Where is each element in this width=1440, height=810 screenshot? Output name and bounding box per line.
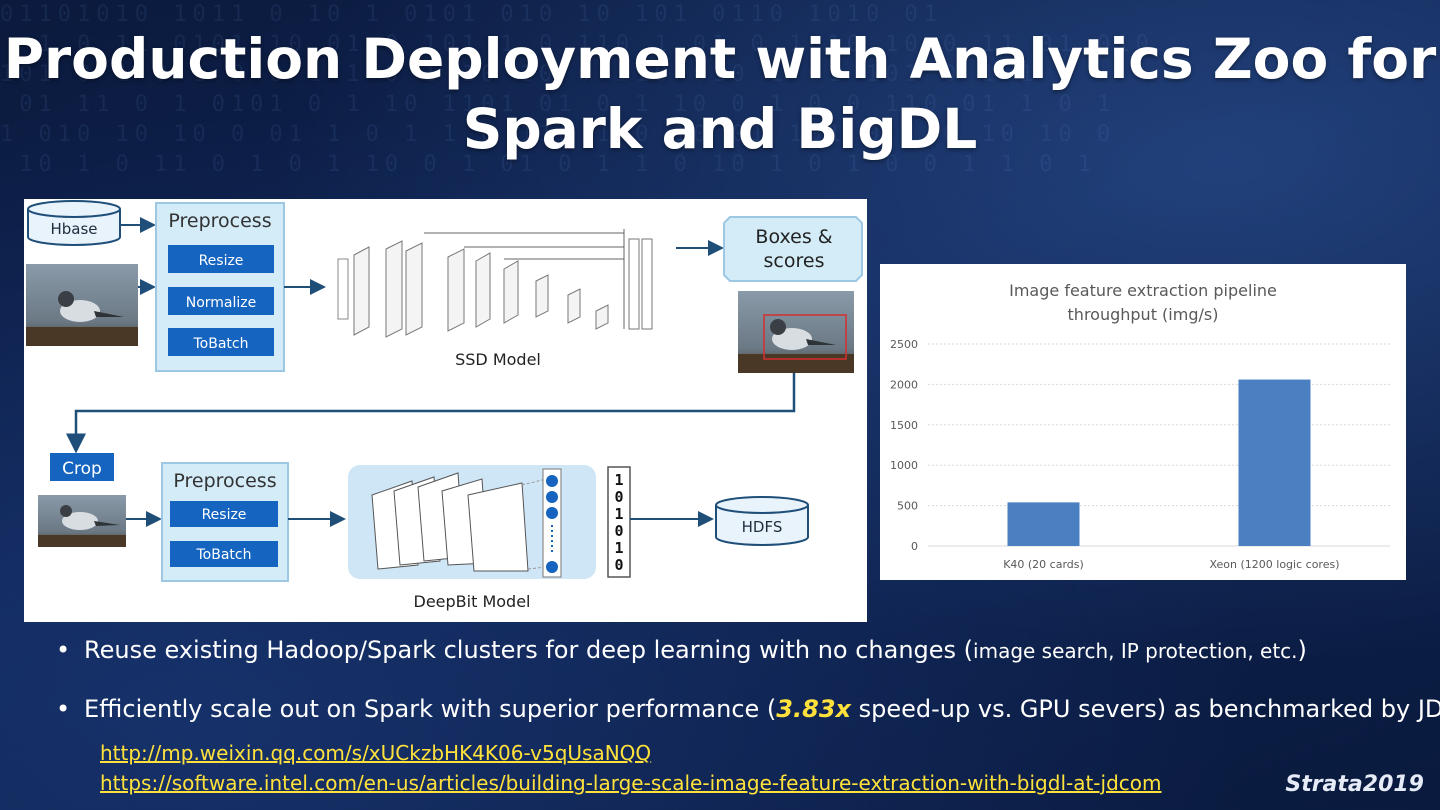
link-weixin-article[interactable]: http://mp.weixin.qq.com/s/xUCkzbHK4K06-v…: [100, 741, 652, 765]
chart-x-tick-label: K40 (20 cards): [1003, 558, 1084, 571]
hdfs-label: HDFS: [742, 518, 783, 536]
boxes-scores-line-1: Boxes &: [755, 226, 832, 248]
boxes-scores-output: Boxes & scores: [723, 216, 863, 282]
title-line-1: Production Deployment with Analytics Zoo…: [3, 27, 1437, 91]
slide-title: Production Deployment with Analytics Zoo…: [0, 24, 1440, 164]
hdfs-database-icon: HDFS: [715, 496, 809, 546]
bit-4: 1: [614, 539, 623, 557]
preprocess-panel-bottom: Preprocess Resize ToBatch: [161, 462, 289, 582]
throughput-chart-svg: Image feature extraction pipeline throug…: [890, 281, 1390, 571]
preprocess-panel-top: Preprocess Resize Normalize ToBatch: [155, 202, 285, 372]
chart-title-line-1: Image feature extraction pipeline: [1009, 281, 1277, 300]
bullet-2-main: Efficiently scale out on Spark with supe…: [84, 695, 777, 723]
throughput-chart: Image feature extraction pipeline throug…: [880, 264, 1406, 580]
bullet-dot: •: [56, 695, 71, 723]
deepbit-model-architecture: DeepBit Model: [348, 465, 596, 611]
bit-0: 1: [614, 471, 623, 489]
step-resize-top: Resize: [199, 253, 244, 269]
speedup-highlight: 3.83x: [776, 695, 851, 723]
chart-y-tick-label: 1000: [890, 459, 918, 472]
ssd-model-label: SSD Model: [455, 350, 541, 369]
chart-title-line-2: throughput (img/s): [1068, 305, 1219, 324]
bird-photo-input: [26, 264, 138, 346]
bit-3: 0: [614, 522, 623, 540]
step-normalize-top: Normalize: [186, 295, 257, 311]
pipeline-diagram: Hbase Preprocess Resize Normalize ToBatc…: [24, 199, 867, 622]
bullet-1-main: Reuse existing Hadoop/Spark clusters for…: [84, 636, 974, 664]
pipeline-diagram-svg: Hbase Preprocess Resize Normalize ToBatc…: [26, 200, 863, 611]
chart-bar: [1007, 502, 1080, 546]
chart-y-tick-label: 500: [897, 500, 918, 513]
chart-x-tick-label: Xeon (1200 logic cores): [1209, 558, 1339, 571]
chart-y-tick-label: 2000: [890, 378, 918, 391]
chart-bars: [1007, 379, 1311, 546]
bit-1: 0: [614, 488, 623, 506]
binary-code-column: 1 0 1 0 1 0: [607, 466, 631, 578]
preprocess-bottom-label: Preprocess: [173, 470, 276, 492]
hbase-database-icon: Hbase: [27, 200, 121, 246]
strata-brand: Strata2019: [1285, 772, 1424, 797]
title-line-2: Spark and BigDL: [462, 97, 978, 161]
bullet-2-rest: speed-up vs. GPU severs) as benchmarked …: [851, 695, 1440, 723]
chart-y-tick-label: 1500: [890, 419, 918, 432]
bit-2: 1: [614, 505, 623, 523]
preprocess-top-label: Preprocess: [168, 210, 271, 232]
hbase-label: Hbase: [50, 220, 97, 238]
reference-links: http://mp.weixin.qq.com/s/xUCkzbHK4K06-v…: [100, 738, 1162, 798]
chart-y-tick-label: 0: [911, 540, 918, 553]
crop-label: Crop: [62, 459, 102, 479]
boxes-scores-line-2: scores: [764, 250, 825, 272]
step-tobatch-bottom: ToBatch: [196, 547, 252, 563]
ssd-model-architecture: SSD Model: [337, 229, 653, 369]
bullet-1-small: image search, IP protection, etc.: [973, 639, 1298, 663]
bullet-1-end: ): [1297, 636, 1307, 664]
deepbit-model-label: DeepBit Model: [414, 592, 531, 611]
link-intel-article[interactable]: https://software.intel.com/en-us/article…: [100, 771, 1162, 795]
chart-y-tick-label: 2500: [890, 338, 918, 351]
chart-x-axis: K40 (20 cards) Xeon (1200 logic cores): [1003, 558, 1339, 571]
chart-gridlines: [928, 343, 1390, 547]
bullet-dot: •: [56, 636, 71, 664]
bird-photo-detected: [738, 291, 854, 373]
bird-photo-cropped: [38, 495, 126, 547]
chart-y-axis: 0 500 1000 1500 2000 2500: [890, 338, 918, 553]
bit-5: 0: [614, 556, 623, 574]
step-tobatch-top: ToBatch: [193, 336, 249, 352]
step-resize-bottom: Resize: [202, 507, 247, 523]
chart-bar: [1238, 379, 1311, 546]
